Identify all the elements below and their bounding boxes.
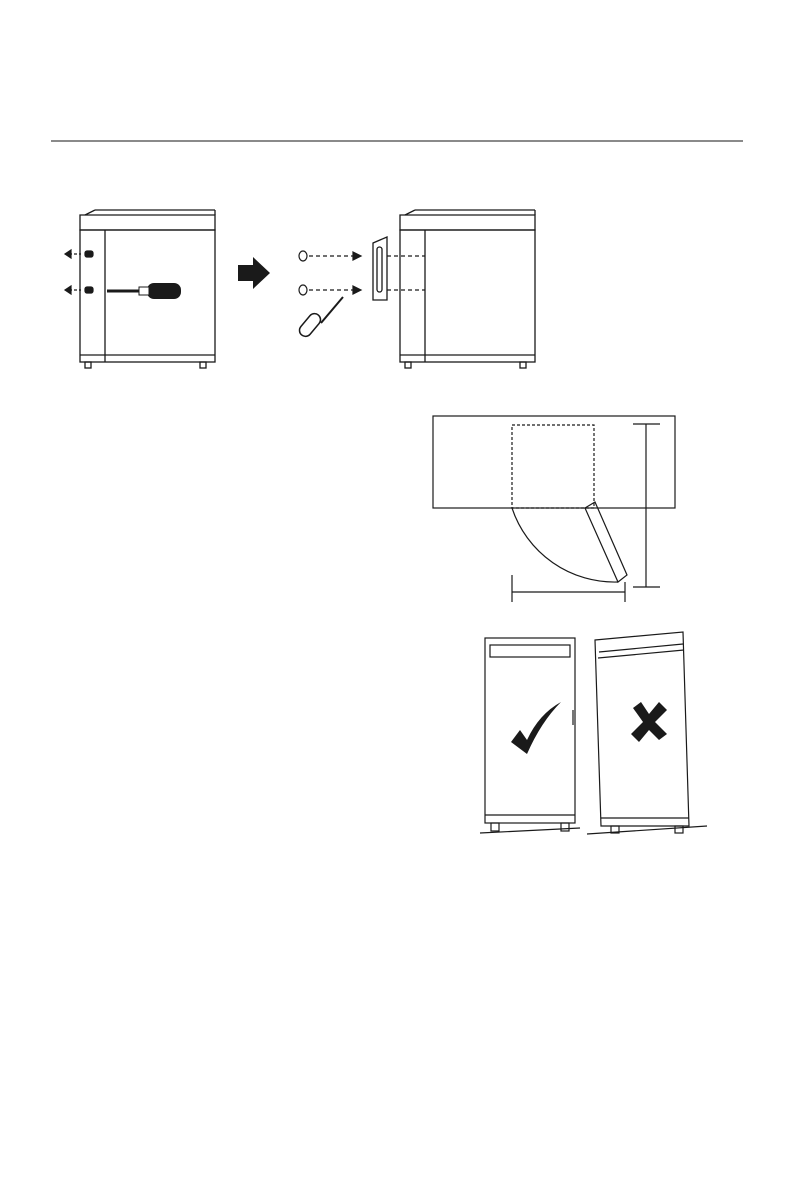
- screw-icon: [299, 251, 361, 295]
- pull-arrow-icon: [65, 250, 93, 294]
- fridge-icon-4: [587, 632, 707, 834]
- fridge-icon-2: [400, 210, 535, 368]
- handle-icon: [373, 237, 425, 300]
- cross-mark-icon: [631, 702, 667, 742]
- door-clearance-figure: [425, 410, 675, 610]
- handle-reversal-figure: [55, 205, 550, 380]
- arrow-right-icon: [238, 257, 270, 289]
- dimension-line-icon: [512, 424, 660, 602]
- door-swing-icon: [512, 502, 627, 582]
- check-mark-icon: [511, 702, 561, 754]
- section-divider: [51, 140, 743, 142]
- level-installation-figure: [475, 630, 725, 845]
- screwdriver-icon-2: [297, 297, 343, 339]
- fridge-top-view-icon: [433, 416, 675, 508]
- screwdriver-icon: [107, 283, 181, 299]
